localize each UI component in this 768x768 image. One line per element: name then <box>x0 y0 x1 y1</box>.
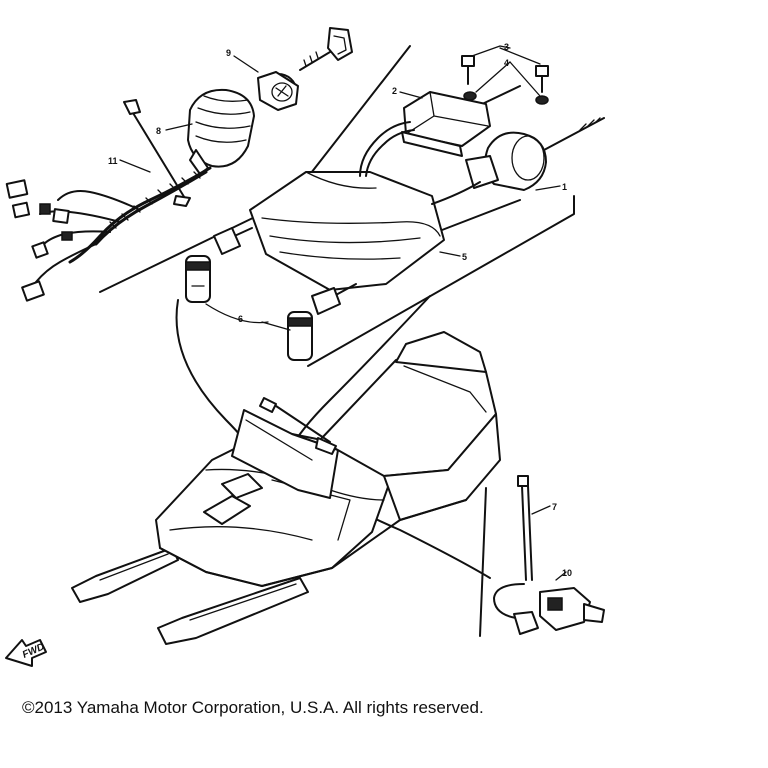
lead-wire <box>477 85 521 107</box>
copyright-notice: ©2013 Yamaha Motor Corporation, U.S.A. A… <box>22 698 484 717</box>
callout-3: 3 <box>504 42 509 52</box>
bolts-3 <box>461 55 549 93</box>
cable-a <box>359 121 411 177</box>
group-frame-line-3 <box>479 487 487 637</box>
snowmobile-body <box>71 331 501 645</box>
group-frame-line-2 <box>307 195 575 367</box>
callout-9: 9 <box>226 48 231 58</box>
callout-4: 4 <box>504 58 509 68</box>
main-switch-9 <box>257 71 299 111</box>
resistor-5 <box>249 171 445 291</box>
cable-b <box>365 129 415 177</box>
stop-switch-10 <box>493 583 605 635</box>
cable-d <box>441 199 521 231</box>
callout-7: 7 <box>552 502 557 512</box>
plug-cap-right <box>287 283 357 361</box>
callout-11: 11 <box>108 156 118 166</box>
handlebar <box>269 401 331 443</box>
ski-right <box>157 577 309 645</box>
cdi-unit-2 <box>401 91 491 157</box>
callout-6: 6 <box>238 314 243 324</box>
wire-harness-11 <box>5 99 212 302</box>
callout-5: 5 <box>462 252 467 262</box>
brake-group <box>479 475 605 637</box>
plug-cap-left <box>185 227 253 303</box>
harness-route-right <box>289 295 431 451</box>
callout-2: 2 <box>392 86 397 96</box>
ignition-unit-group <box>185 55 605 367</box>
wire-harness-group <box>5 27 411 302</box>
ignition-key <box>299 27 353 71</box>
washers-4 <box>463 91 549 105</box>
ignition-coil-1 <box>465 117 605 191</box>
ski-left <box>71 547 179 603</box>
headlight <box>203 495 251 525</box>
cable-c <box>431 181 481 205</box>
plug-cap-leader <box>205 303 269 324</box>
callout-8: 8 <box>156 126 161 136</box>
band-7 <box>517 475 533 581</box>
callout-10: 10 <box>562 568 572 578</box>
callout-leaders <box>119 45 567 581</box>
callout-1: 1 <box>562 182 567 192</box>
callout-labels: 9 8 11 2 3 4 5 1 6 7 10 <box>108 42 572 578</box>
ignition-coil-8 <box>187 88 255 175</box>
belly-pan <box>159 499 467 587</box>
forward-arrow-icon: FWD <box>5 639 47 667</box>
